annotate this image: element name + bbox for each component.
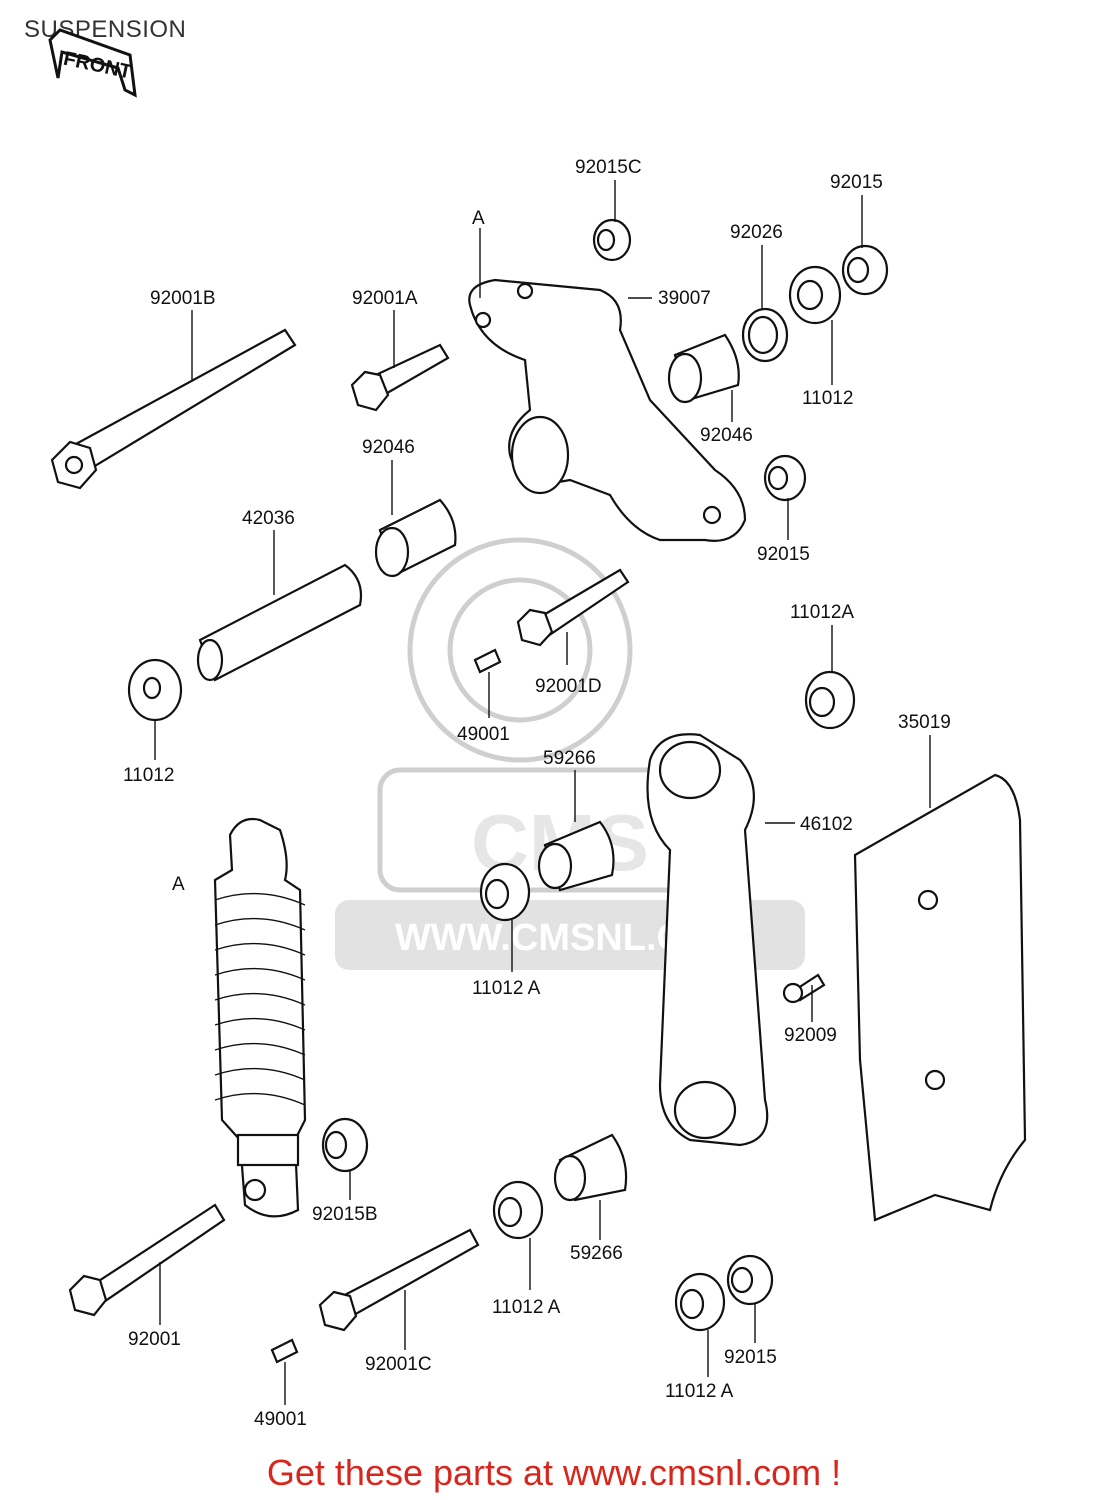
sleeve-42036 [196,563,363,682]
bolt-92001A [350,343,450,412]
label-92026: 92026 [730,222,783,243]
seal-11012A-mid [479,862,531,922]
seal-11012A-bottom [674,1272,726,1332]
label-92015B: 92015B [312,1204,378,1225]
label-92015-bottom: 92015 [724,1347,777,1368]
cap-92015C [592,218,632,262]
collar-59266-bottom [553,1133,628,1202]
label-92015C: 92015C [575,157,642,178]
label-39007: 39007 [658,288,711,309]
label-59266-top: 59266 [543,748,596,769]
bolt-92001B [50,328,297,490]
seal-11012A-right [804,670,856,730]
collar-92046-left [374,498,457,578]
label-46102: 46102 [800,814,853,835]
seal-11012-top [788,265,842,325]
part-labels: 92015C 92015 92026 A 92001B 92001A 39007… [123,157,951,1430]
label-11012-top: 11012 [802,388,853,409]
label-92001: 92001 [128,1329,181,1350]
cap-92015-bottom [726,1254,774,1306]
collar-92046-right [667,333,740,404]
label-92046-right: 92046 [700,425,753,446]
label-49001-mid: 49001 [457,724,510,745]
label-92015-mid: 92015 [757,544,810,565]
shock-absorber [213,817,307,1218]
label-11012A-right: 11012A [790,602,854,623]
seal-11012A-low [492,1180,544,1240]
label-A-top: A [472,208,485,229]
label-42036: 42036 [242,508,295,529]
cap-92015B [321,1117,369,1173]
label-92046-left: 92046 [362,437,415,458]
bolt-92001D [516,568,630,647]
label-11012A-low: 11012 A [492,1297,561,1318]
grease-nipple-49001-mid [473,648,502,674]
label-59266-bottom: 59266 [570,1243,623,1264]
label-92001C: 92001C [365,1354,432,1375]
ring-92026 [741,307,789,363]
label-49001-bottom: 49001 [254,1409,307,1430]
label-92001A: 92001A [352,288,418,309]
bolt-92001 [68,1203,226,1317]
collar-59266-top [537,820,615,892]
label-92001B: 92001B [150,288,216,309]
cap-92015-top [841,244,889,296]
chain-guard-35019 [853,773,1027,1222]
screw-92009 [782,973,826,1004]
label-11012A-mid: 11012 A [472,978,541,999]
label-92009: 92009 [784,1025,837,1046]
seal-11012-left [127,658,183,722]
label-35019: 35019 [898,712,951,733]
grease-nipple-49001-bottom [270,1338,299,1364]
rocker-arm-39007 [468,278,747,542]
leader-lines [154,180,931,1405]
bolt-92001C [318,1228,480,1332]
label-92001D: 92001D [535,676,602,697]
footer-link-text[interactable]: Get these parts at www.cmsnl.com ! [266,1452,842,1493]
cap-92015-mid [763,454,807,502]
label-92015-top: 92015 [830,172,883,193]
front-arrow-icon: FRONT [48,28,137,98]
label-11012A-bottom: 11012 A [665,1381,734,1402]
label-11012-left: 11012 [123,765,174,786]
tie-rod-46102 [646,733,769,1147]
label-A-shock: A [172,874,185,895]
